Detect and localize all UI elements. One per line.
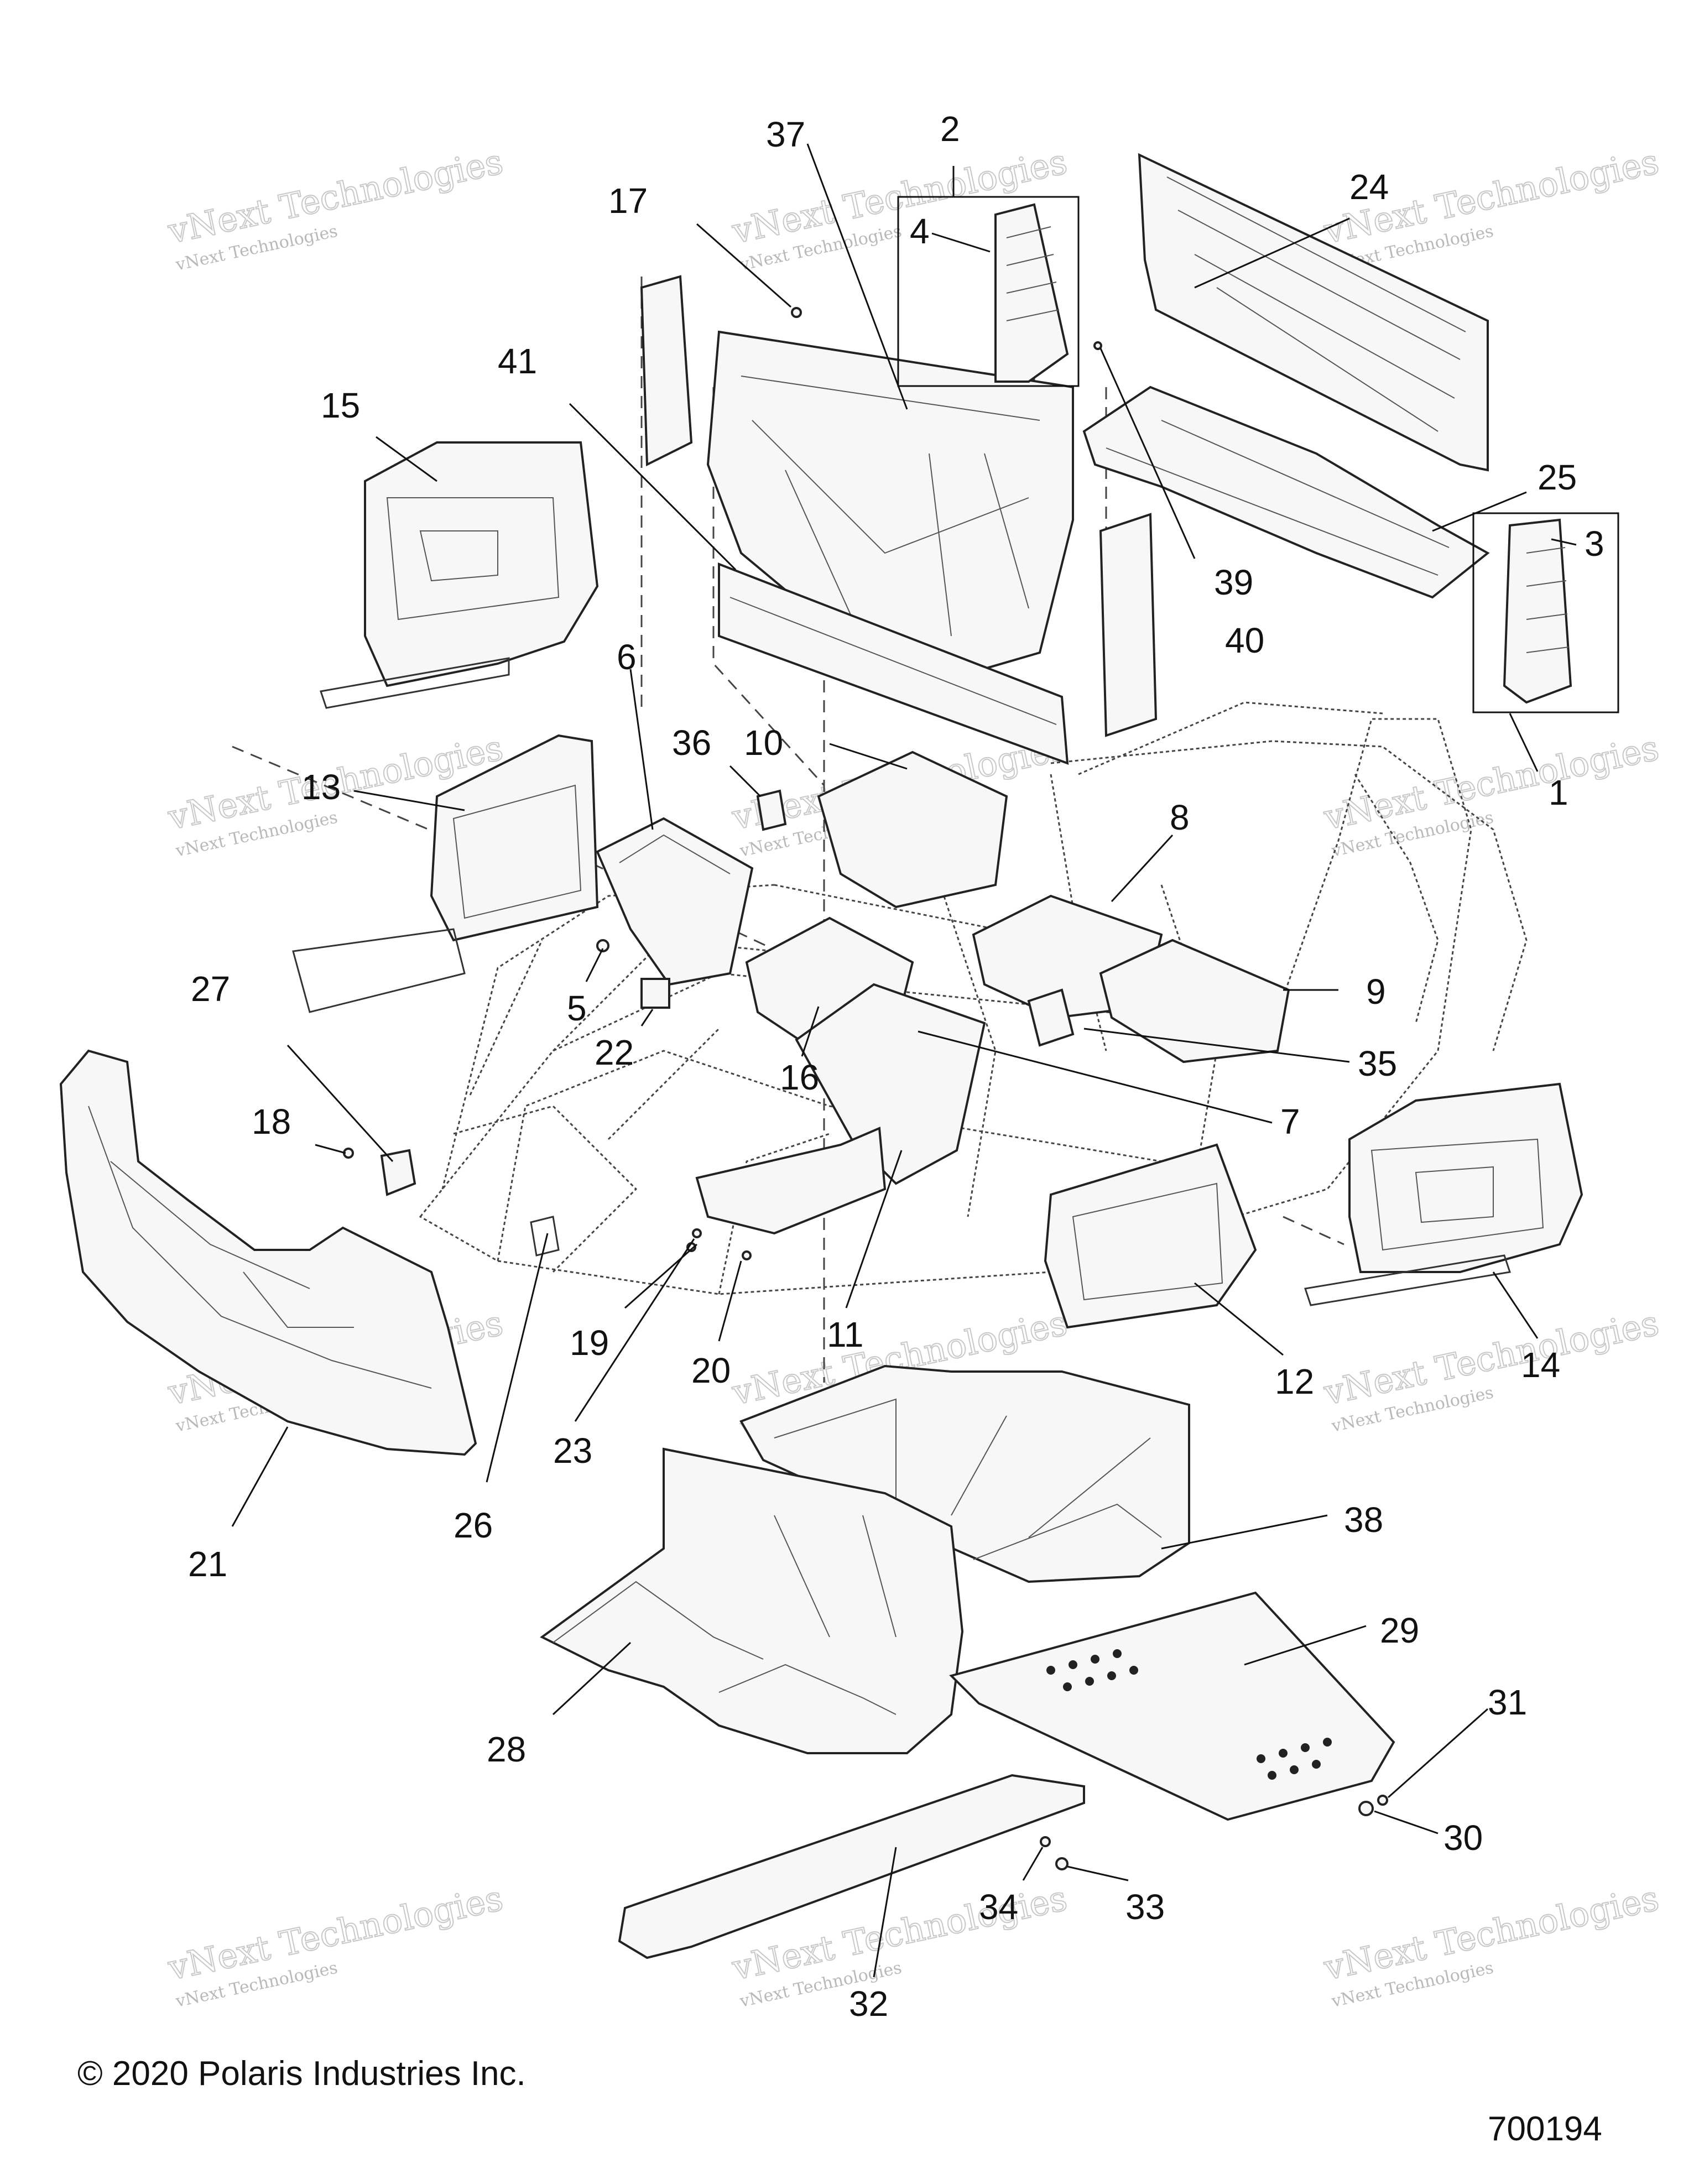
callout-5: 5 [567,988,587,1028]
storage-bin-9 [1099,939,1290,1064]
vent-panel-4 [994,203,1069,383]
callout-26: 26 [454,1505,493,1545]
watermark: vNext Technologies vNext Technologies [1320,1877,1663,2011]
watermark: vNext Technologies vNext Technologies [164,1877,507,2011]
front-panel-21 [59,1049,477,1456]
callout-12: 12 [1275,1362,1314,1401]
fastener-34 [1040,1836,1051,1847]
fastener-39 [1093,341,1102,350]
callout-14: 14 [1521,1345,1560,1385]
callout-37: 37 [766,114,805,154]
callout-15: 15 [321,385,360,425]
front-panel-13 [430,734,599,942]
callout-1: 1 [1549,773,1568,812]
bracket-27 [380,1149,416,1196]
fastener-30 [1358,1801,1374,1816]
callout-31: 31 [1488,1682,1527,1722]
callout-17: 17 [608,181,648,221]
watermark: vNext Technologies vNext Technologies [1320,140,1663,275]
callout-30: 30 [1443,1818,1483,1858]
bracket-36 [756,789,787,831]
callout-11: 11 [827,1315,863,1354]
bracket-35 [1027,988,1075,1047]
callout-23: 23 [553,1431,592,1471]
left-upright-panel [640,275,693,467]
watermark: vNext Technologies vNext Technologies [164,140,507,275]
callout-13: 13 [301,767,341,807]
callout-21: 21 [188,1544,227,1584]
storage-bin-10 [817,750,1008,909]
callout-4: 4 [910,211,930,251]
copyright-notice: © 2020 Polaris Industries Inc. [77,2055,526,2093]
callout-33: 33 [1125,1887,1165,1927]
figure-number: 700194 [1488,2110,1602,2148]
callout-27: 27 [191,969,230,1009]
callout-25: 25 [1538,457,1577,497]
leader-lines [231,143,1577,1978]
inner-fender-12 [1044,1143,1257,1329]
inset-box-2 [897,196,1080,387]
lower-bulkhead-41 [718,562,1069,765]
fastener-31 [1377,1795,1388,1806]
callout-16: 16 [780,1057,819,1097]
floor-pan-28 [540,1447,964,1754]
parts [59,153,1619,1959]
lower-rear-panel-25 [1082,385,1490,599]
bracket-26 [530,1216,560,1257]
callout-39: 39 [1214,562,1253,602]
skid-plate-29 [949,1591,1395,1821]
vent-panel-3 [1503,518,1572,704]
skid-strip-32 [618,1774,1085,1959]
callout-6: 6 [617,637,637,677]
callout-35: 35 [1358,1044,1397,1083]
rear-fender-15 [364,441,599,687]
callout-29: 29 [1380,1610,1419,1650]
callout-18: 18 [252,1102,291,1141]
callout-10: 10 [744,723,783,763]
callout-28: 28 [487,1729,526,1769]
callout-22: 22 [595,1033,634,1072]
storage-bin-6 [596,817,754,986]
fastener-23 [692,1228,702,1238]
callout-19: 19 [570,1323,609,1363]
fastener-20 [742,1250,752,1260]
callout-41: 41 [498,341,537,381]
callout-9: 9 [1366,972,1386,1012]
callout-38: 38 [1344,1500,1383,1540]
callout-40: 40 [1225,621,1264,660]
seat-base-11 [695,1127,887,1235]
callout-labels: 1 2 3 4 5 6 7 8 9 10 11 12 13 14 15 16 1… [188,109,1604,2024]
callout-3: 3 [1585,524,1604,564]
watermark: vNext Technologies vNext Technologies [1320,1302,1663,1436]
rear-panel-24 [1138,153,1489,472]
inset-box-3 [1472,512,1619,713]
callout-32: 32 [849,1984,888,2024]
callout-2: 2 [940,109,960,149]
fastener-5 [596,939,609,952]
fastener-17 [791,307,802,318]
callout-24: 24 [1349,167,1389,207]
callout-34: 34 [979,1887,1018,1927]
callout-8: 8 [1170,798,1190,837]
callout-36: 36 [672,723,711,763]
callout-7: 7 [1280,1102,1300,1141]
fastener-33 [1055,1857,1069,1870]
clip-22 [640,978,670,1009]
right-upright-panel-40 [1099,513,1158,737]
fender-14 [1348,1082,1583,1273]
callout-20: 20 [691,1351,731,1390]
skid-plate-holes [1046,1649,1332,1780]
watermark: vNext Technologies vNext Technologies [1320,727,1663,861]
